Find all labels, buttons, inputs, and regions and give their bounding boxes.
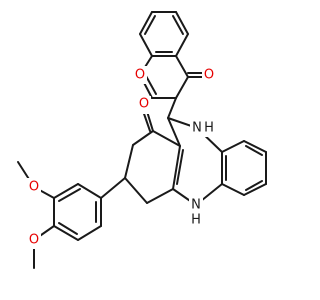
pyranone-ring bbox=[139, 55, 207, 99]
atom-o-chromene-ring: O bbox=[133, 66, 147, 84]
molecule-drawing: O O O N H N H O O bbox=[17, 11, 267, 269]
dimethoxyphenyl-ring bbox=[53, 177, 126, 241]
svg-text:O: O bbox=[29, 180, 39, 195]
svg-text:H: H bbox=[204, 121, 214, 136]
svg-text:N: N bbox=[191, 198, 201, 213]
svg-text:O: O bbox=[29, 233, 39, 248]
atom-o-ketone: O bbox=[137, 96, 151, 114]
methoxy-groups bbox=[17, 161, 55, 269]
atom-nh-bottom: N H bbox=[189, 196, 203, 228]
svg-text:N: N bbox=[192, 121, 202, 136]
structure-diagram: O O O N H N H O O bbox=[17, 11, 267, 269]
svg-text:O: O bbox=[204, 68, 214, 83]
svg-text:O: O bbox=[139, 97, 149, 112]
chromone-benzo-ring bbox=[139, 11, 189, 57]
fused-benzene-ring bbox=[221, 140, 267, 196]
atom-nh-top: N H bbox=[190, 119, 215, 137]
atom-o-methoxy-lower: O bbox=[27, 231, 41, 249]
atom-o-methoxy-upper: O bbox=[27, 178, 41, 196]
svg-text:H: H bbox=[191, 213, 201, 228]
cyclohexenone-ring bbox=[124, 107, 181, 204]
diazepine-ring bbox=[167, 97, 223, 206]
svg-text:O: O bbox=[135, 68, 145, 83]
atom-o-chromone-carbonyl: O bbox=[202, 66, 216, 84]
